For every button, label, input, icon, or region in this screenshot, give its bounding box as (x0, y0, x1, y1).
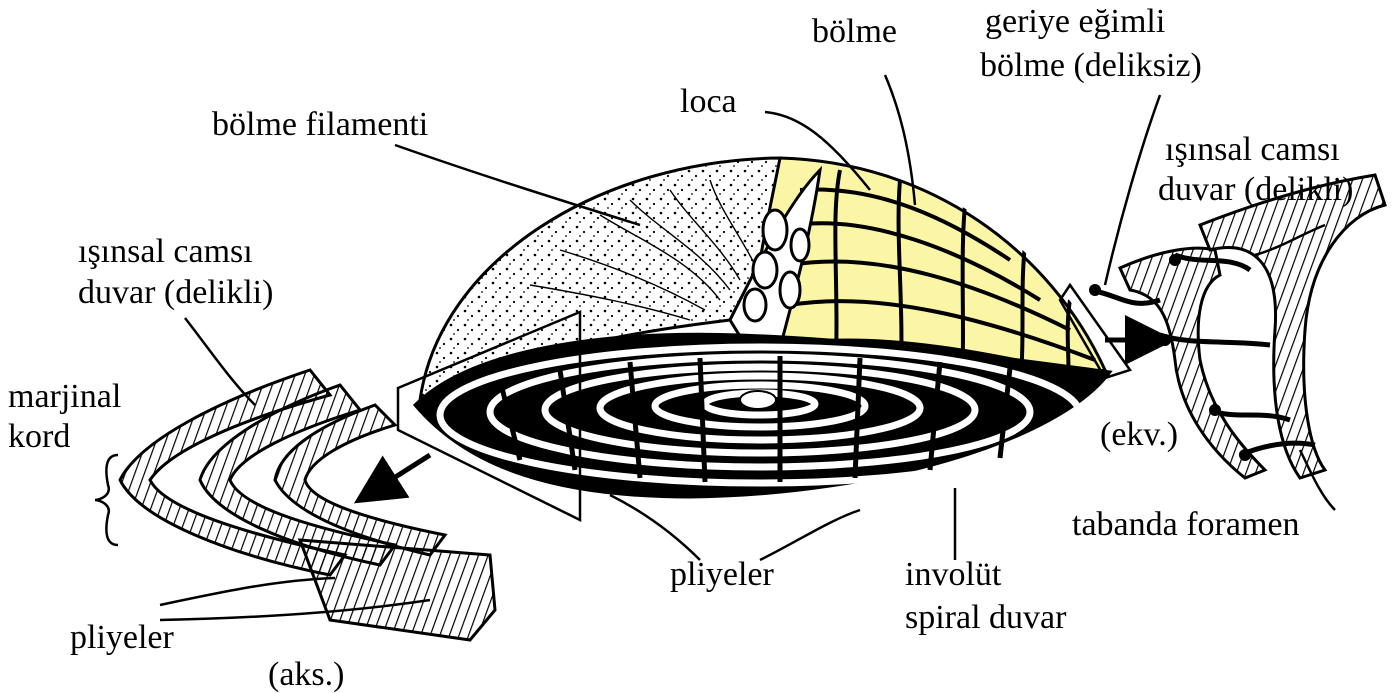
label-tabanda-foramen: tabanda foramen (1072, 506, 1300, 543)
label-geriye-2: bölme (deliksiz) (980, 47, 1202, 84)
proloculus (740, 391, 776, 409)
central-shell (398, 158, 1130, 520)
label-left-isinsal-2: duvar (delikli) (78, 274, 273, 311)
label-marjinal-2: kord (8, 418, 70, 455)
marginal-cord-brace (95, 455, 118, 545)
label-involut-1: involüt (905, 556, 1002, 593)
chamber-base-cells (300, 540, 495, 640)
label-involut-2: spiral duvar (905, 599, 1067, 636)
label-left-isinsal-1: ışınsal camsı (78, 233, 253, 270)
label-loca: loca (680, 83, 737, 120)
label-ekv: (ekv.) (1100, 416, 1178, 453)
label-aks: (aks.) (268, 656, 344, 693)
label-right-isinsal-1: ışınsal camsı (1165, 131, 1340, 168)
label-geriye-1: geriye eğimli (985, 3, 1165, 40)
axial-arrow (375, 455, 430, 490)
label-bolme: bölme (812, 13, 897, 50)
label-bolme-filamenti: bölme filamenti (212, 106, 428, 143)
label-right-isinsal-2: duvar (delikli) (1158, 171, 1353, 208)
label-pliyeler-center: pliyeler (670, 556, 775, 593)
label-marjinal-1: marjinal (8, 378, 121, 415)
label-pliyeler-left: pliyeler (70, 619, 175, 656)
